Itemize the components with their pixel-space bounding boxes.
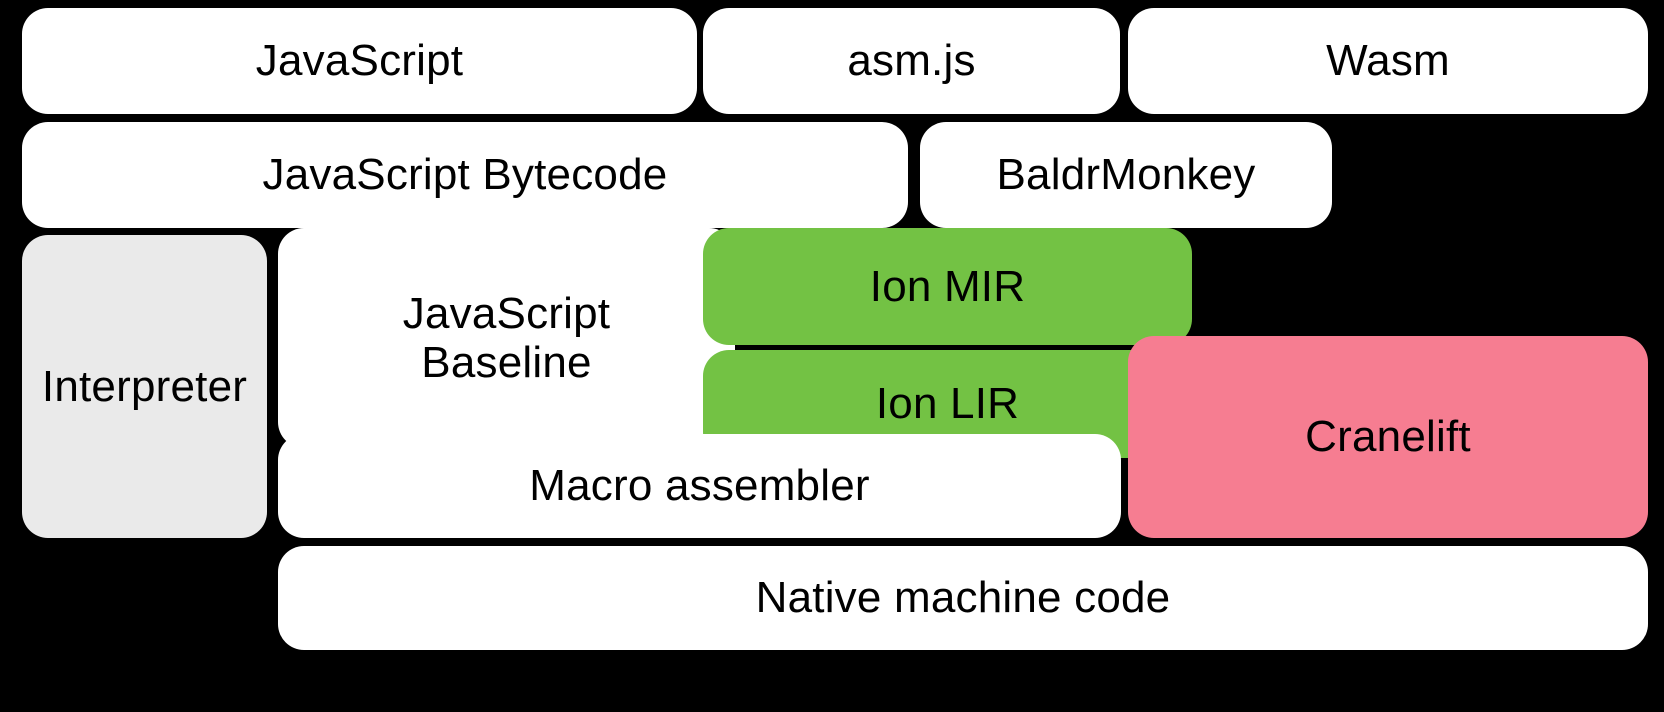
node-cranelift: Cranelift (1128, 336, 1648, 538)
node-macro-assembler: Macro assembler (278, 434, 1121, 538)
node-baldrmonkey: BaldrMonkey (920, 122, 1332, 228)
node-interpreter: Interpreter (22, 235, 267, 538)
node-javascript-baseline: JavaScript Baseline (278, 228, 735, 448)
node-asm-js: asm.js (703, 8, 1120, 114)
node-wasm: Wasm (1128, 8, 1648, 114)
node-javascript: JavaScript (22, 8, 697, 114)
node-javascript-bytecode: JavaScript Bytecode (22, 122, 908, 228)
node-ion-mir: Ion MIR (703, 228, 1192, 345)
node-native-machine-code: Native machine code (278, 546, 1648, 650)
